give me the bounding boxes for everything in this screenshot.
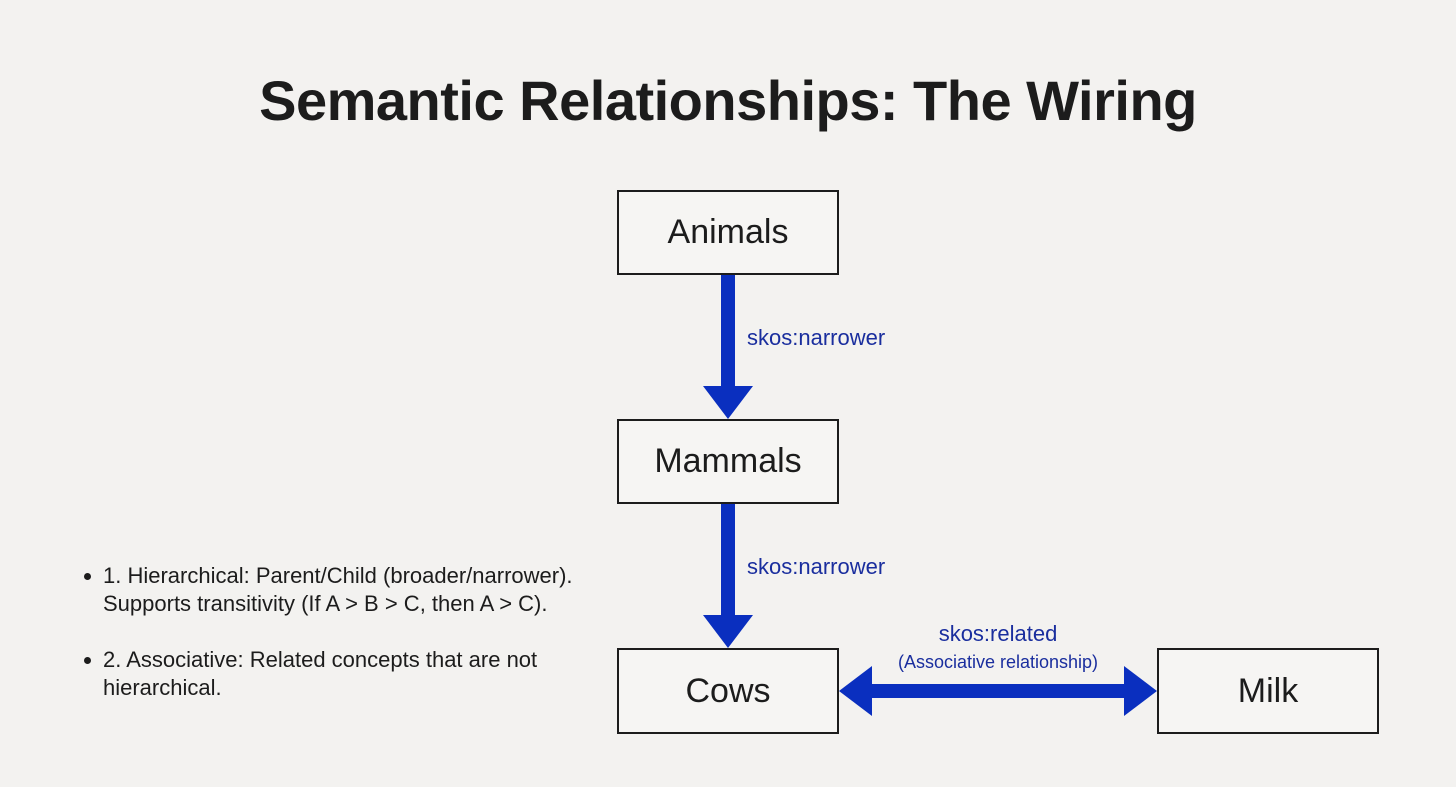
node-cows: Cows (617, 648, 839, 734)
edge-label-narrower-2: skos:narrower (747, 554, 886, 579)
node-animals: Animals (617, 190, 839, 275)
slide-title: Semantic Relationships: The Wiring (259, 69, 1197, 132)
bullet-text: 1. Hierarchical: Parent/Child (broader/n… (103, 563, 573, 616)
edge-label-related-note: (Associative relationship) (897, 652, 1099, 672)
edge-label-narrower-1: skos:narrower (747, 325, 886, 350)
narrower-arrow-2 (703, 504, 753, 648)
bullet-item: 1. Hierarchical: Parent/Child (broader/n… (80, 562, 600, 618)
bullet-dot-icon (84, 573, 91, 580)
node-milk: Milk (1157, 648, 1379, 734)
related-double-arrow (839, 666, 1157, 716)
bullet-dot-icon (84, 657, 91, 664)
node-mammals: Mammals (617, 419, 839, 504)
edge-label-related: skos:related (938, 621, 1058, 646)
bullet-item: 2. Associative: Related concepts that ar… (80, 646, 600, 702)
relationship-bullet-list: 1. Hierarchical: Parent/Child (broader/n… (80, 562, 600, 730)
narrower-arrow-1 (703, 275, 753, 419)
bullet-text: 2. Associative: Related concepts that ar… (103, 647, 538, 700)
